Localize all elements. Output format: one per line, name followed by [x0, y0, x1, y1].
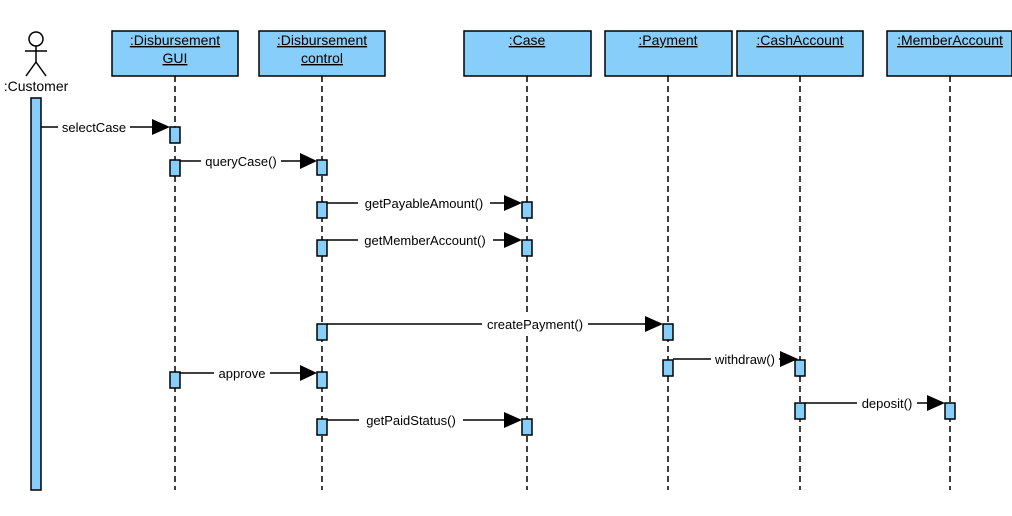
activation-box	[316, 159, 328, 176]
object-box	[463, 30, 592, 77]
object-disbursement-control: :Disbursement control	[258, 30, 386, 77]
object-label: :CashAccount	[756, 32, 843, 48]
object-disbursement-gui: :Disbursement GUI	[111, 30, 239, 77]
activation-box	[169, 371, 181, 389]
object-label: :MemberAccount	[897, 32, 1003, 48]
object-box	[736, 30, 864, 77]
activation-box	[662, 359, 674, 377]
customer-actor: :Customer	[4, 31, 69, 491]
object-box	[111, 30, 239, 77]
object-label-line2: control	[301, 50, 343, 66]
activation-box	[316, 418, 328, 436]
message-label: approve	[219, 366, 266, 381]
activation-box	[316, 323, 328, 341]
object-payment: :Payment	[604, 30, 733, 77]
object-box	[604, 30, 733, 77]
message-get-paid-status: getPaidStatus()	[327, 412, 522, 428]
message-get-payable-amount: getPayableAmount()	[327, 195, 522, 211]
object-label-line2: GUI	[163, 50, 188, 66]
activation-box	[944, 402, 956, 420]
message-label: deposit()	[862, 396, 913, 411]
activation-box	[521, 239, 533, 257]
message-label: getMemberAccount()	[364, 233, 485, 248]
activation-box	[662, 323, 674, 341]
message-withdraw: withdraw()	[673, 351, 798, 367]
activation-box	[794, 402, 806, 420]
message-label: queryCase()	[205, 154, 277, 169]
object-box	[258, 30, 386, 77]
message-label: getPaidStatus()	[366, 413, 456, 428]
message-label: createPayment()	[487, 317, 583, 332]
message-select-case: selectCase	[41, 119, 170, 135]
activation-box	[316, 239, 328, 257]
object-box	[886, 30, 1012, 77]
object-label-line1: :Disbursement	[130, 32, 220, 48]
object-label-line1: :Disbursement	[277, 32, 367, 48]
activation-box	[316, 371, 328, 389]
activation-box	[794, 359, 806, 377]
activation-box	[521, 418, 533, 436]
customer-activation-bar	[30, 97, 42, 491]
activation-box	[316, 201, 328, 219]
stick-figure-icon	[25, 31, 47, 77]
object-case: :Case	[463, 30, 592, 77]
message-deposit: deposit()	[805, 395, 945, 411]
customer-actor-label: :Customer	[4, 78, 69, 94]
message-get-member-account: getMemberAccount()	[327, 232, 522, 248]
message-label: getPayableAmount()	[365, 196, 484, 211]
object-label: :Payment	[638, 32, 697, 48]
message-approve: approve	[180, 365, 317, 381]
object-member-account: :MemberAccount	[886, 30, 1012, 77]
message-query-case: queryCase()	[180, 153, 317, 169]
activation-box	[521, 201, 533, 219]
object-cash-account: :CashAccount	[736, 30, 864, 77]
message-label: withdraw()	[714, 352, 775, 367]
message-label: selectCase	[62, 120, 126, 135]
activation-box	[169, 159, 181, 177]
object-label: :Case	[509, 32, 546, 48]
activation-box	[169, 126, 181, 144]
message-create-payment: createPayment()	[327, 316, 663, 332]
